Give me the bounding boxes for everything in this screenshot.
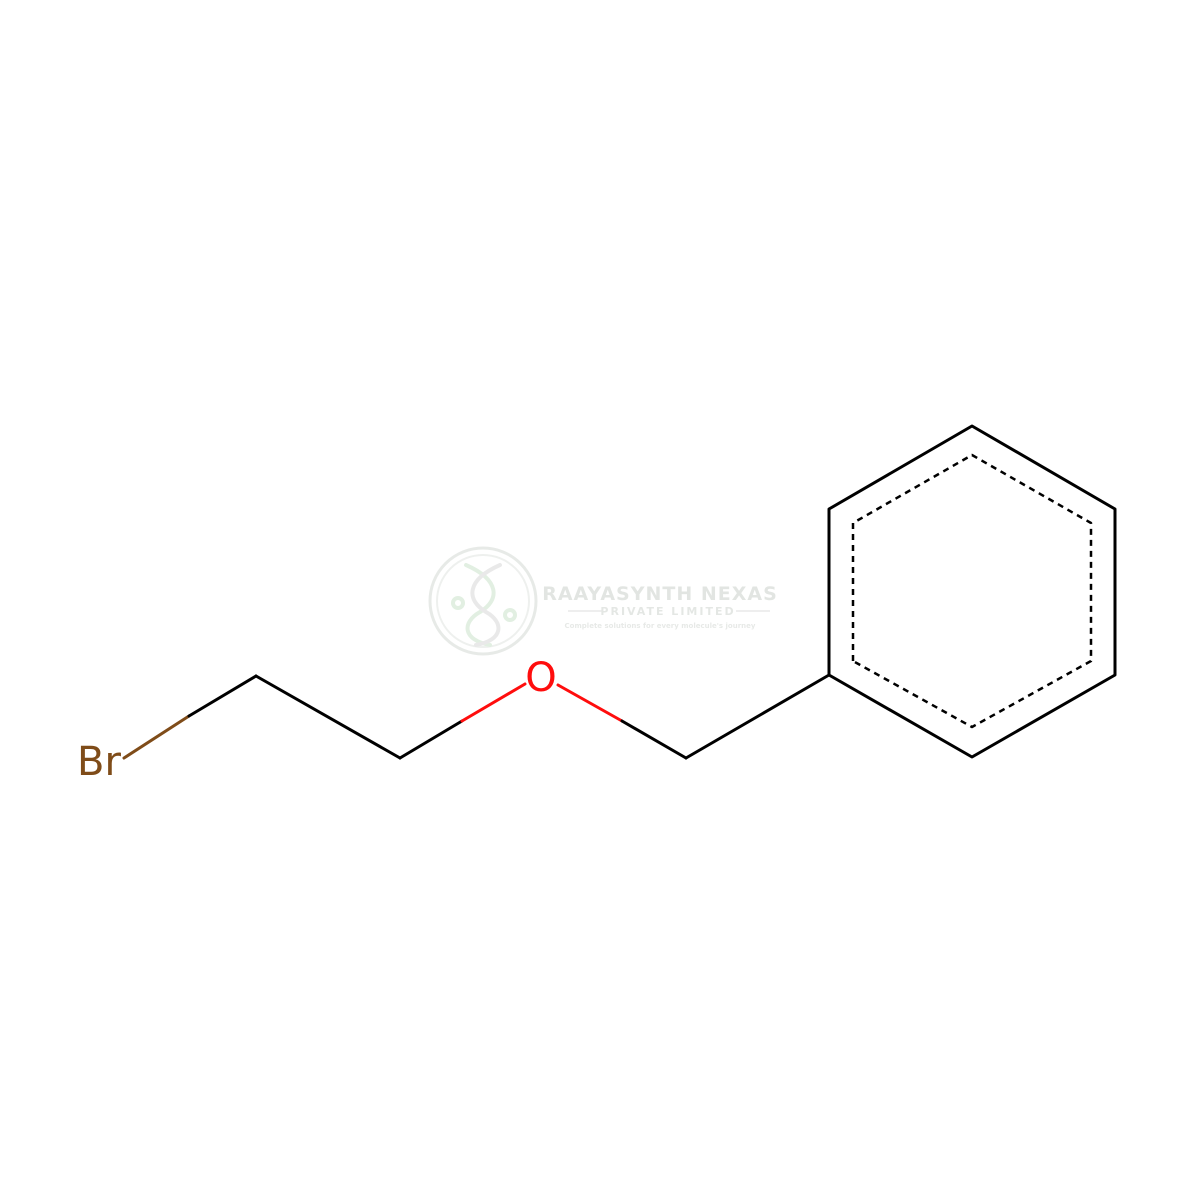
bond-c-o-carbon-half (398, 719, 464, 760)
bond-br-c-bromine-half (122, 714, 191, 760)
bond-o-ch2-carbon-half (620, 719, 688, 760)
benzene-ring-outer (827, 424, 1117, 759)
watermark-logo-inner-ring (436, 554, 530, 648)
bond-br-c-carbon-half (187, 674, 258, 718)
watermark-company-name: RAAYASYNTH NEXAS (542, 583, 778, 605)
bonds (122, 673, 831, 760)
watermark-subtitle: PRIVATE LIMITED (600, 605, 735, 618)
atom-oxygen-label: O (525, 655, 556, 701)
bond-ch2-ring (684, 673, 831, 760)
bond-c-o-oxygen-half (460, 682, 527, 723)
watermark-tagline: Complete solutions for every molecule's … (565, 622, 756, 630)
dna-helix-icon (451, 563, 517, 647)
watermark: RAAYASYNTH NEXAS PRIVATE LIMITED Complet… (428, 546, 778, 656)
atom-bromine-label: Br (77, 739, 121, 785)
benzene-ring (827, 424, 1117, 759)
benzene-ring-aromatic-circle (851, 453, 1093, 729)
watermark-logo-ring (428, 546, 538, 656)
bond-o-ch2-oxygen-half (556, 683, 624, 723)
bond-c-c (254, 674, 402, 760)
